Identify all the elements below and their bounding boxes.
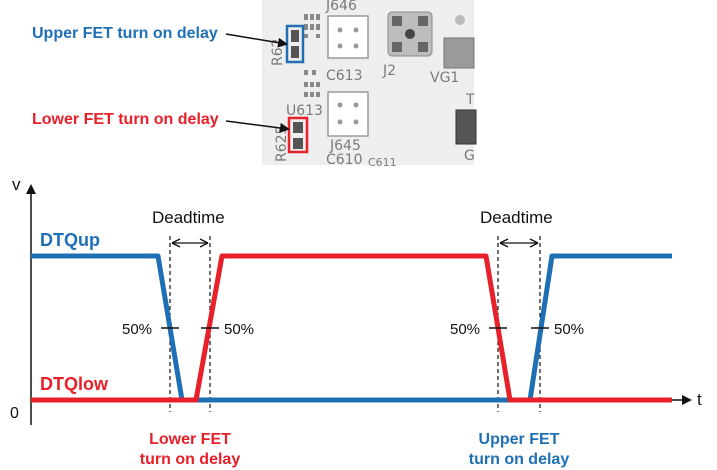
deadtime-label-right: Deadtime [480, 208, 553, 227]
lower-fet-callout: Lower FET turn on delay [32, 111, 219, 128]
signal-dtqup-label: DTQup [40, 230, 100, 250]
signal-dtqlow-label: DTQlow [40, 374, 109, 394]
dtqup-waveform [31, 253, 672, 403]
silk-vg1: VG1 [430, 70, 459, 86]
silk-t-mark: T [465, 92, 475, 108]
upper-callout-arrow [225, 33, 288, 48]
threshold-label-left-a: 50% [122, 321, 152, 338]
connector-j646 [327, 15, 369, 59]
lower-resistor-pad-b [293, 138, 303, 149]
bottom-left-line2: turn on delay [140, 451, 241, 468]
vg1-footprint [443, 37, 475, 69]
x-axis-label: t [697, 390, 702, 409]
silk-c613: C613 [326, 68, 363, 84]
origin-label: 0 [10, 405, 19, 422]
silk-g-mark: G [464, 148, 475, 164]
bottom-left-line1: Lower FET [149, 431, 231, 448]
silk-u613: U613 [286, 103, 323, 119]
upper-fet-callout: Upper FET turn on delay [32, 25, 218, 42]
silk-j645: J645 [329, 138, 361, 154]
threshold-label-left-b: 50% [224, 321, 254, 338]
silk-r625: R625 [274, 126, 290, 162]
lower-callout-arrow [225, 120, 290, 133]
upper-resistor-pad-b [291, 46, 299, 58]
threshold-label-right-a: 50% [450, 321, 480, 338]
y-axis-label: v [12, 175, 21, 194]
pcb-board-image: J646 R62 J2 VG1 C613 U613 [262, 0, 477, 169]
bottom-right-line2: turn on delay [469, 451, 570, 468]
pad-cluster-top [304, 14, 320, 38]
silk-j646: J646 [325, 0, 357, 14]
upper-resistor-pad-a [291, 30, 299, 42]
right-component [455, 109, 477, 145]
threshold-label-right-b: 50% [554, 321, 584, 338]
vg1-dot [455, 15, 465, 25]
lower-resistor-highlight [287, 116, 309, 154]
silk-j2: J2 [382, 63, 396, 79]
silk-c610: C610 [326, 152, 363, 168]
lower-resistor-pad-a [293, 122, 303, 133]
dtqlow-waveform [31, 253, 672, 403]
bottom-right-line1: Upper FET [479, 431, 560, 448]
pad-cluster-middle [304, 70, 320, 97]
connector-j645 [327, 91, 369, 137]
silk-c611: C611 [368, 156, 397, 169]
deadtime-arrow-left [171, 238, 209, 248]
deadtime-label-left: Deadtime [152, 208, 225, 227]
deadtime-arrow-right [499, 238, 539, 248]
